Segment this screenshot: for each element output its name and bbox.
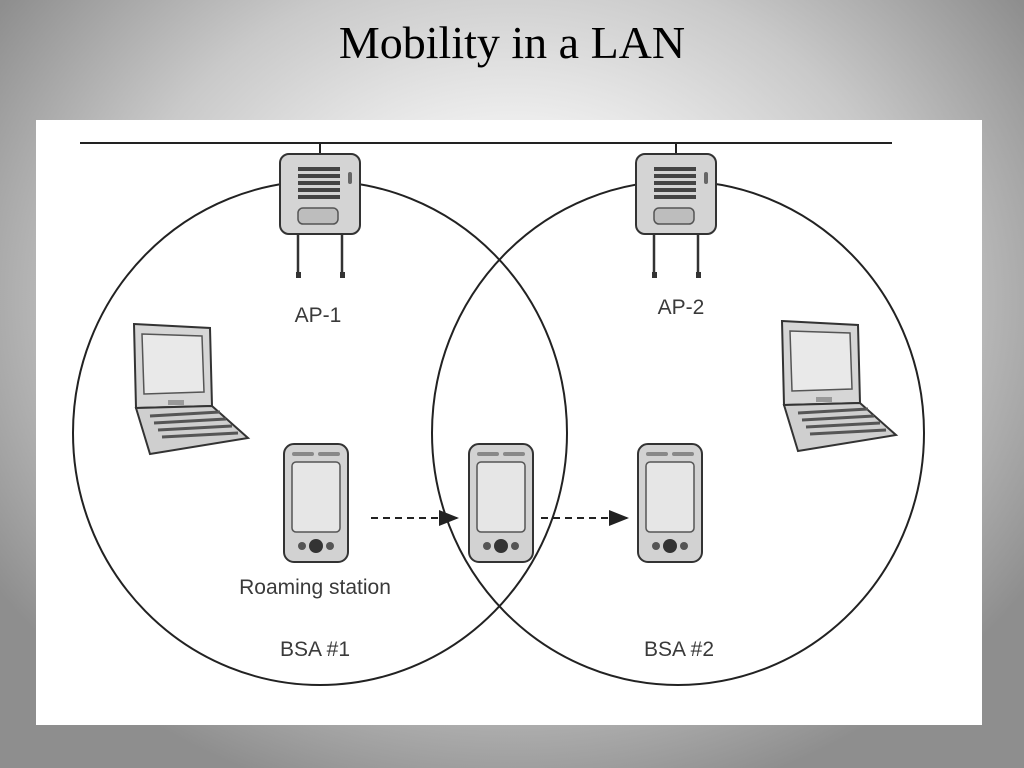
ap-1-icon (278, 152, 362, 280)
ap-2-label: AP-2 (658, 296, 705, 319)
bsa-2-label: BSA #2 (644, 638, 714, 661)
roaming-station-label: Roaming station (239, 576, 391, 599)
pda-icon (468, 443, 534, 563)
ap-1-label: AP-1 (295, 304, 342, 327)
pda-icon (637, 443, 703, 563)
bsa-1-label: BSA #1 (280, 638, 350, 661)
slide-title: Mobility in a LAN (338, 17, 686, 68)
diagram-canvas: AP-1 AP-2 Roaming station BSA #1 BSA #2 (72, 142, 925, 686)
laptop-icon (780, 319, 898, 453)
pda-icon (283, 443, 349, 563)
laptop-icon (132, 322, 250, 456)
diagram-panel: AP-1 AP-2 Roaming station BSA #1 BSA #2 (36, 120, 982, 725)
ap-2-icon (634, 152, 718, 280)
